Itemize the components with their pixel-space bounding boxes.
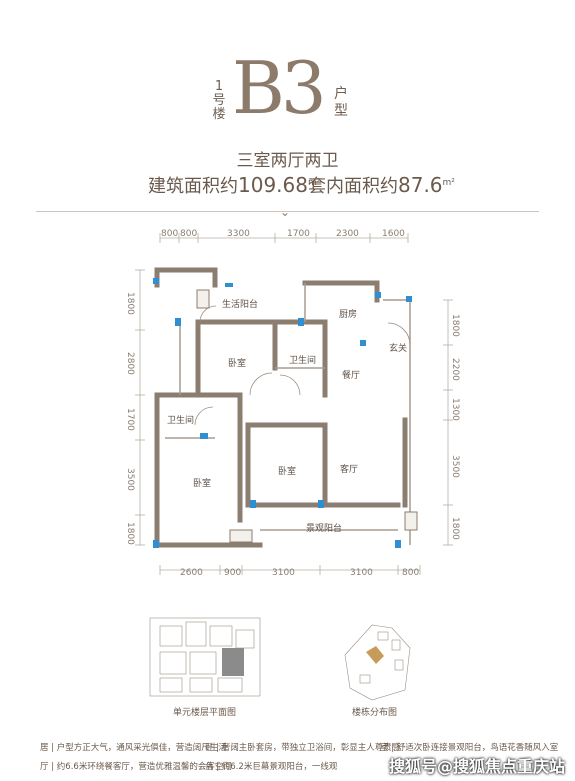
note-text: 户型方正大气，通风采光俱佳，营造阔尺生活 bbox=[56, 743, 227, 753]
dim-top: 800 bbox=[161, 229, 179, 239]
room-label-view-balcony: 景观阳台 bbox=[306, 524, 343, 534]
room-label-bathroom: 卫生间 bbox=[289, 356, 317, 366]
room-label-kitchen: 厨房 bbox=[339, 310, 358, 320]
dimension-lines bbox=[135, 233, 453, 575]
note-item: 厅 | 约6.6米环绕餐客厅，营造优雅温馨的会客空间 bbox=[40, 762, 232, 772]
dim-right: 1800 bbox=[450, 517, 460, 540]
note-text: 舒适次卧连接景观阳台，鸟语花香随风入室 bbox=[396, 743, 559, 753]
dim-right: 3500 bbox=[450, 455, 460, 478]
note-item: 居 | 户型方正大气，通风采光俱佳，营造阔尺生活 bbox=[40, 743, 227, 753]
door-swings bbox=[194, 305, 411, 426]
note-item: 室 | 舒适次卧连接景观阳台，鸟语花香随风入室 bbox=[380, 743, 559, 753]
dim-right: 1800 bbox=[450, 314, 460, 337]
note-text: 约6.2米巨幕景观阳台，一线观 bbox=[221, 762, 338, 772]
dim-right: 1300 bbox=[450, 398, 460, 421]
type-char: 型 bbox=[334, 103, 348, 119]
unit-plan-thumbnail bbox=[149, 617, 261, 697]
note-key: 室 bbox=[380, 743, 389, 753]
gross-area: 建筑面积约109.68m² bbox=[148, 172, 320, 198]
unit-code: B3 bbox=[232, 46, 327, 130]
building-char: 1 bbox=[214, 79, 224, 94]
inner-area-label: 套内面积约 bbox=[308, 176, 398, 197]
room-label-bedroom: 卧室 bbox=[278, 467, 297, 477]
room-label-bedroom: 卧室 bbox=[228, 359, 247, 369]
dim-bottom: 2600 bbox=[180, 568, 203, 578]
dim-left: 1800 bbox=[125, 522, 135, 545]
dim-top: 1700 bbox=[287, 229, 310, 239]
chevron-down-icon: ⌄ bbox=[280, 205, 291, 219]
note-key: 居 bbox=[40, 743, 49, 753]
gross-area-value: 109.68 bbox=[238, 173, 308, 197]
room-label-dining: 餐厅 bbox=[342, 371, 361, 381]
ac-units bbox=[196, 289, 418, 543]
inner-area-unit: m² bbox=[442, 178, 455, 188]
dim-bottom: 3100 bbox=[272, 568, 295, 578]
type-char: 户 bbox=[334, 86, 348, 102]
note-text: 约6.6米环绕餐客厅，营造优雅温馨的会客空间 bbox=[56, 762, 232, 772]
dim-left: 1700 bbox=[125, 408, 135, 431]
room-label-bedroom: 卧室 bbox=[193, 479, 212, 489]
room-label-bathroom: 卫生间 bbox=[167, 416, 195, 426]
note-text: 奢阔主卧套房，带独立卫浴间，彰显主人尊贵感 bbox=[221, 743, 401, 753]
gross-area-unit: m² bbox=[307, 178, 321, 188]
dim-top: 1600 bbox=[382, 229, 405, 239]
layout-summary: 三室两厅两卫 bbox=[236, 151, 339, 171]
dim-left: 2800 bbox=[125, 352, 135, 375]
header-divider bbox=[36, 211, 539, 212]
unit-type-label: 户 型 bbox=[334, 86, 348, 120]
room-label-entry: 玄关 bbox=[389, 344, 408, 354]
caption-site-plan: 楼栋分布图 bbox=[352, 708, 398, 718]
dim-top: 3300 bbox=[227, 229, 250, 239]
dim-bottom: 3100 bbox=[350, 568, 373, 578]
dim-left: 3500 bbox=[125, 468, 135, 491]
caption-unit-plan: 单元楼层平面图 bbox=[173, 708, 237, 718]
dim-bottom: 900 bbox=[224, 568, 242, 578]
dim-top: 2300 bbox=[336, 229, 359, 239]
note-item: 卧 | 奢阔主卧套房，带独立卫浴间，彰显主人尊贵感 bbox=[205, 743, 401, 753]
gross-area-label: 建筑面积约 bbox=[148, 176, 238, 197]
dim-top: 800 bbox=[180, 229, 198, 239]
building-char: 号 bbox=[212, 93, 226, 108]
note-item: 台 | 约6.2米巨幕景观阳台，一线观 bbox=[205, 762, 338, 772]
building-char: 楼 bbox=[212, 107, 226, 122]
note-key: 卧 bbox=[205, 743, 214, 753]
room-label-service-balcony: 生活阳台 bbox=[222, 300, 259, 310]
inner-area: 套内面积约87.6m² bbox=[308, 172, 455, 198]
window-markers bbox=[153, 278, 412, 548]
note-key: 厅 bbox=[40, 762, 49, 772]
walls bbox=[154, 267, 408, 548]
dim-bottom: 800 bbox=[402, 568, 420, 578]
note-key: 台 bbox=[205, 762, 214, 772]
dim-right: 2200 bbox=[450, 358, 460, 381]
dim-left: 1800 bbox=[125, 292, 135, 315]
site-plan-thumbnail bbox=[344, 624, 411, 701]
building-number-label: 1 号 楼 bbox=[212, 80, 226, 122]
room-label-living: 客厅 bbox=[340, 465, 359, 475]
inner-area-value: 87.6 bbox=[398, 173, 443, 197]
watermark: 搜狐号@搜狐焦点重庆站 bbox=[389, 757, 566, 776]
